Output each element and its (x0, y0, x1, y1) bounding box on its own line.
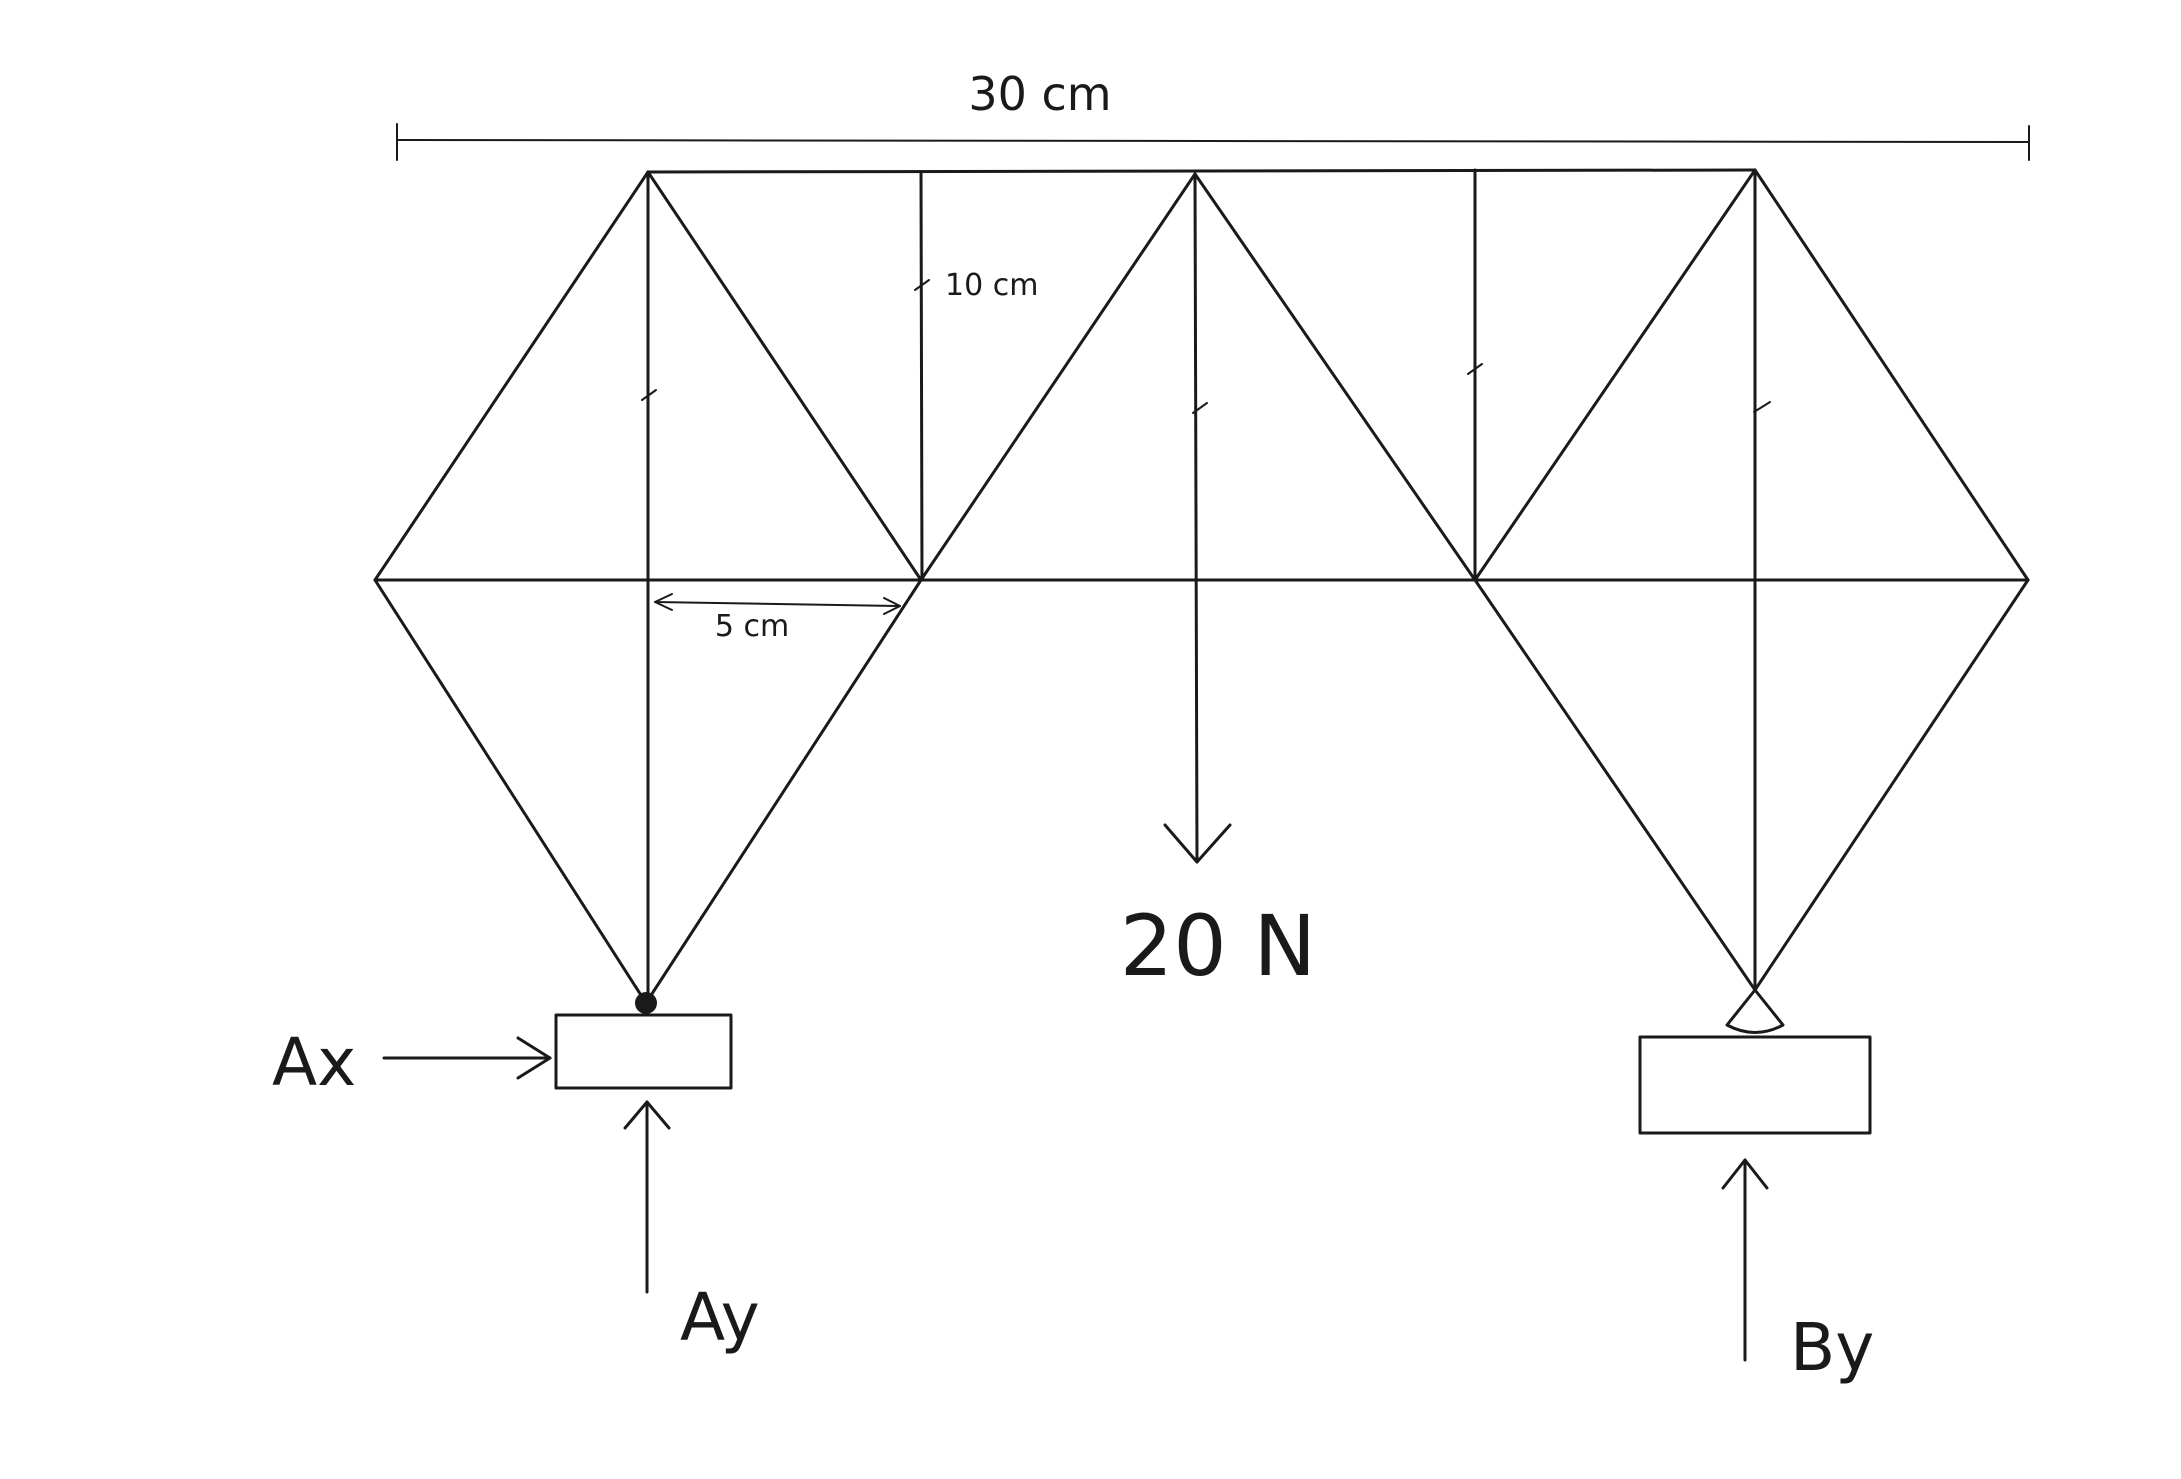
by-reaction-arrow (1721, 1158, 1769, 1362)
half-panel-dimension (654, 593, 901, 615)
ay-reaction-arrow (623, 1100, 671, 1294)
load-label: 20 N (1120, 897, 1316, 995)
span-dimension-label: 30 cm (968, 67, 1111, 121)
by-reaction-label: By (1790, 1309, 1874, 1386)
load-arrow (1163, 172, 1232, 864)
roller-icon (1725, 988, 1785, 1034)
ax-reaction-arrow (382, 1036, 552, 1080)
top-chord (646, 168, 1757, 174)
right-support (1638, 988, 1872, 1135)
member-length-label: 10 cm (945, 268, 1038, 303)
half-panel-dimension-label: 5 cm (715, 609, 789, 644)
ay-reaction-label: Ay (680, 1279, 760, 1356)
left-support (554, 992, 733, 1090)
truss-members (373, 168, 2030, 1005)
pin-joint-icon (635, 992, 657, 1014)
ax-reaction-label: Ax (272, 1024, 356, 1101)
equal-length-ticks (641, 279, 1771, 414)
span-dimension (396, 123, 2030, 161)
